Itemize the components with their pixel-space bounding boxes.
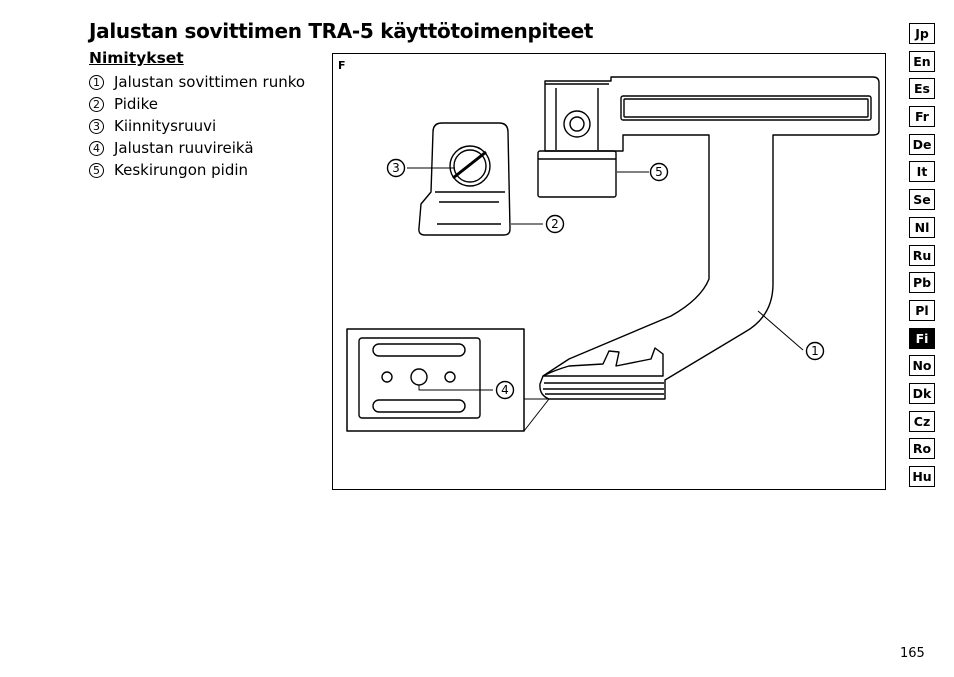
inset-frame [346,328,525,432]
callout-2 [545,214,565,234]
tab-language[interactable]: Ro [909,438,935,460]
callout-5 [649,162,669,182]
callout-4 [495,380,515,400]
item-number: 5 [89,162,104,178]
list-item: 3 Kiinnitysruuvi [89,115,305,137]
callout-1-label: 1 [811,344,819,358]
callout-3-label: 3 [392,161,400,175]
center-column-holder [537,150,617,198]
tab-language[interactable]: Pl [909,299,935,321]
item-label: Keskirungon pidin [114,161,249,179]
tab-language[interactable]: Hu [909,466,935,487]
item-number: 1 [89,74,104,90]
callout-3 [386,158,406,178]
tab-language[interactable]: Dk [909,382,935,404]
holder-clamp [418,122,511,236]
figure-frame: 1 2 3 4 5 F [332,53,886,490]
callout-2-label: 2 [551,217,559,231]
tripod-adapter-illustration: 1 2 3 4 5 [346,76,880,432]
page-title: Jalustan sovittimen TRA-5 käyttötoimenpi… [89,19,594,43]
tab-language[interactable]: Pb [909,272,935,294]
callout-4-label: 4 [501,383,509,397]
adapter-slot-inner [623,98,869,118]
parts-list: 1 Jalustan sovittimen runko 2 Pidike 3 Kiin… [89,71,305,181]
list-item: 1 Jalustan sovittimen runko [89,71,305,93]
section-heading: Nimitykset [89,49,184,67]
tab-language-active[interactable]: Fi [909,327,935,349]
item-number: 2 [89,96,104,112]
tab-language[interactable]: Fr [909,106,935,128]
item-label: Jalustan sovittimen runko [114,73,306,91]
language-tabs: Jp En Es Fr De It Se Nl Ru Pb Pl Fi No D… [909,23,935,494]
tab-language[interactable]: No [909,355,935,377]
tab-language[interactable]: En [909,50,935,72]
tab-language[interactable]: Ru [909,244,935,266]
callout-5-label: 5 [655,165,663,179]
locking-screw [449,145,491,187]
tab-language[interactable]: De [909,133,935,155]
tab-language[interactable]: Jp [909,23,935,44]
mount-screw-head [563,110,591,138]
list-item: 2 Pidike [89,93,305,115]
figure-label: F [338,59,346,72]
item-label: Jalustan ruuvireikä [114,139,254,157]
item-label: Pidike [114,95,158,113]
tripod-plate [358,337,481,419]
tab-language[interactable]: Nl [909,216,935,238]
tab-language[interactable]: Se [909,189,935,211]
adapter-foot [542,347,664,377]
tab-language[interactable]: Cz [909,410,935,432]
adapter-slot [620,95,872,121]
mount-screw-hole [569,116,585,132]
item-number: 3 [89,118,104,134]
item-number: 4 [89,140,104,156]
item-label: Kiinnitysruuvi [114,117,217,135]
tab-language[interactable]: Es [909,78,935,100]
tripod-screw-hole [410,368,428,386]
list-item: 5 Keskirungon pidin [89,159,305,181]
page-number: 165 [900,646,925,661]
tab-language[interactable]: It [909,161,935,183]
callout-1 [805,341,825,361]
list-item: 4 Jalustan ruuvireikä [89,137,305,159]
adapter-body-outline [539,76,880,400]
